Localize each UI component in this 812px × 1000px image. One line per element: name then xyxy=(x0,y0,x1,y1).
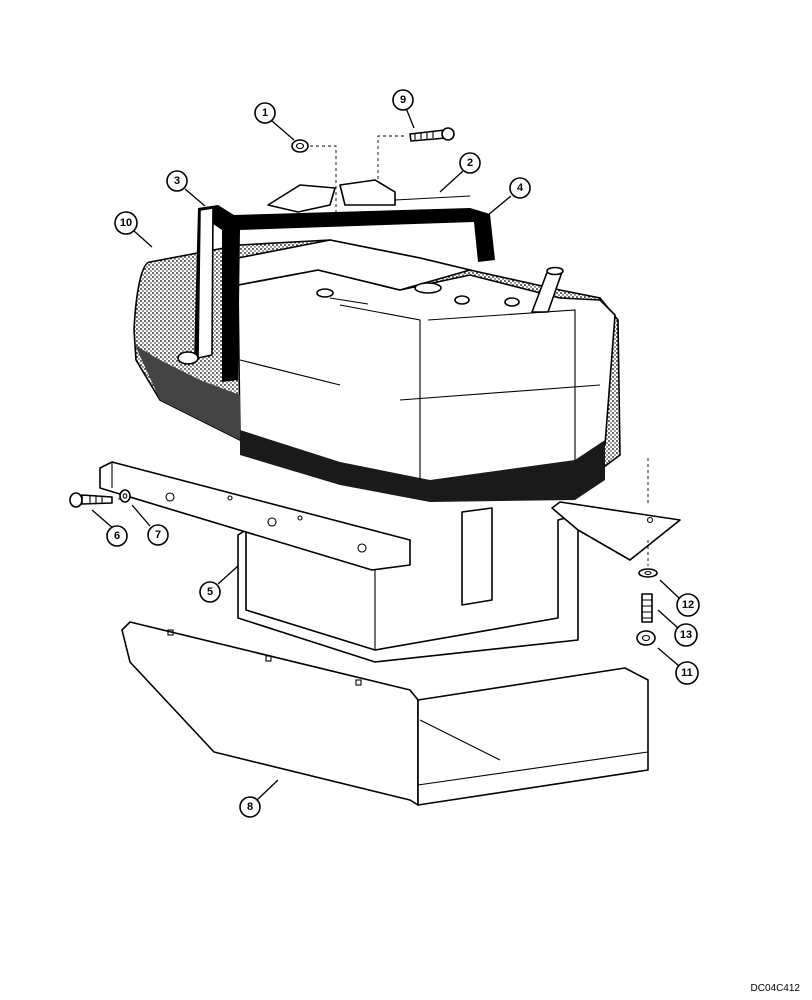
callout-label: 9 xyxy=(400,94,406,106)
nut-top xyxy=(291,139,309,153)
bolt-left xyxy=(69,492,113,508)
callout-label: 13 xyxy=(680,629,692,641)
callout-label: 3 xyxy=(174,175,180,187)
callout-10: 10 xyxy=(114,211,138,235)
drawing-code-label: DC04C412 xyxy=(750,983,800,994)
callout-label: 6 xyxy=(114,530,120,542)
callout-5: 5 xyxy=(199,581,221,603)
fuel-tank xyxy=(133,239,621,502)
stud-right xyxy=(641,593,653,623)
left-mounting-rail xyxy=(99,461,411,571)
callout-7: 7 xyxy=(147,524,169,546)
callout-label: 12 xyxy=(682,599,694,611)
tank-strap xyxy=(177,205,495,382)
callout-1: 1 xyxy=(254,102,276,124)
leader-lines xyxy=(91,107,680,801)
callout-8: 8 xyxy=(239,796,261,818)
callout-label: 10 xyxy=(120,217,132,229)
callout-12: 12 xyxy=(676,593,700,617)
callout-11: 11 xyxy=(675,661,699,685)
right-mounting-rail xyxy=(551,501,681,561)
washer-right xyxy=(638,568,658,578)
support-frame xyxy=(237,507,579,663)
callout-label: 11 xyxy=(681,667,693,679)
nut-right xyxy=(636,630,656,646)
callout-9: 9 xyxy=(392,89,414,111)
callout-label: 1 xyxy=(262,107,268,119)
callout-label: 8 xyxy=(247,801,253,813)
assembly-lines xyxy=(118,135,649,566)
callout-label: 2 xyxy=(467,157,473,169)
callout-4: 4 xyxy=(509,177,531,199)
bolt-top xyxy=(409,127,455,142)
callout-6: 6 xyxy=(106,525,128,547)
callout-label: 7 xyxy=(155,529,161,541)
upper-bracket xyxy=(267,179,471,213)
callout-label: 5 xyxy=(207,586,213,598)
guard-plate xyxy=(121,621,649,806)
callout-label: 4 xyxy=(517,182,524,194)
hardware xyxy=(69,127,658,646)
callout-3: 3 xyxy=(166,170,188,192)
callout-2: 2 xyxy=(459,152,481,174)
callout-13: 13 xyxy=(674,623,698,647)
washer-left xyxy=(119,489,131,503)
